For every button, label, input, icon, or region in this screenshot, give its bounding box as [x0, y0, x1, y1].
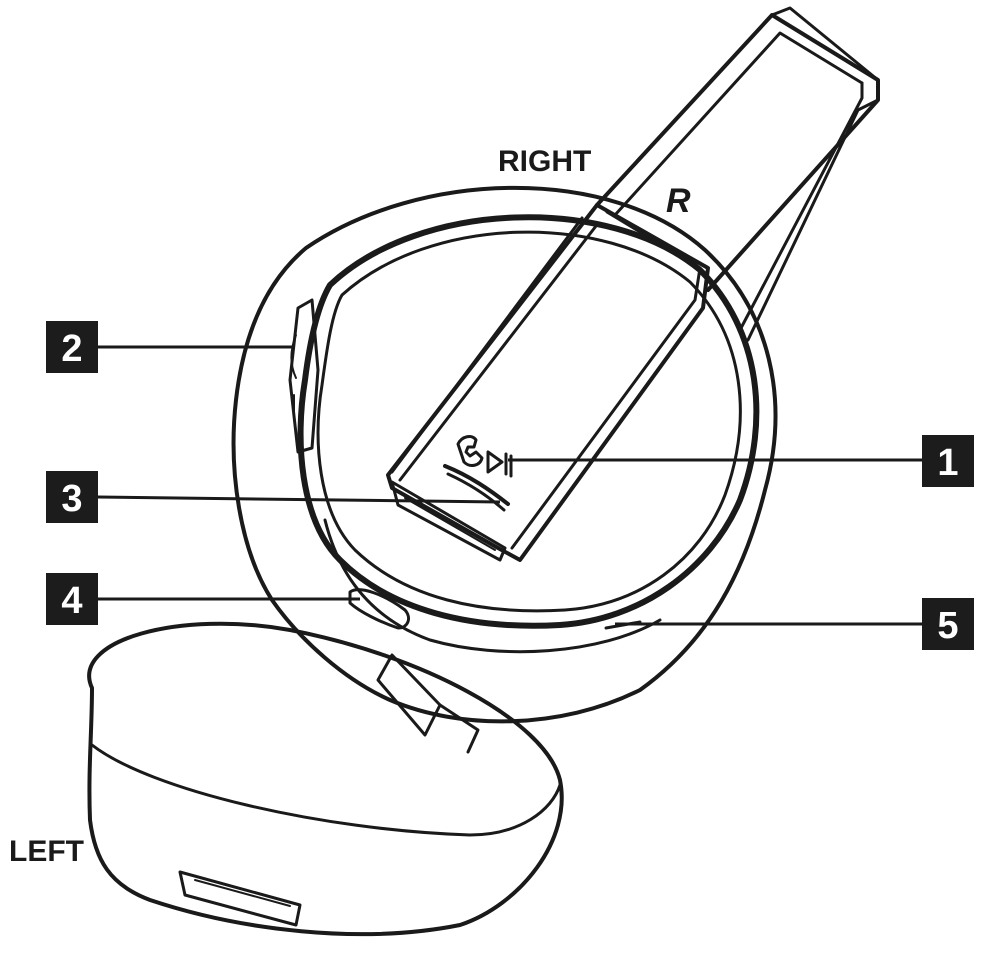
callout-1: 1	[922, 435, 974, 487]
callout-3-number: 3	[61, 478, 82, 520]
callout-2-number: 2	[61, 328, 82, 370]
r-side-marking: R	[666, 182, 691, 220]
callout-4-number: 4	[61, 580, 82, 622]
callout-1-number: 1	[937, 442, 958, 484]
callout-2: 2	[46, 321, 98, 373]
left-ear-cup	[87, 621, 564, 937]
left-side-label: LEFT	[9, 835, 84, 868]
leader-line-3	[97, 495, 501, 504]
callout-3: 3	[46, 471, 98, 523]
play-pause-icon	[486, 450, 513, 478]
headband-slider	[386, 203, 710, 562]
phone-icon	[456, 435, 484, 467]
callout-4: 4	[46, 573, 98, 625]
control-buttons	[443, 435, 513, 512]
callout-5-number: 5	[937, 605, 958, 647]
headband	[595, 6, 880, 342]
right-side-label: RIGHT	[498, 145, 591, 178]
callout-5: 5	[922, 598, 974, 650]
